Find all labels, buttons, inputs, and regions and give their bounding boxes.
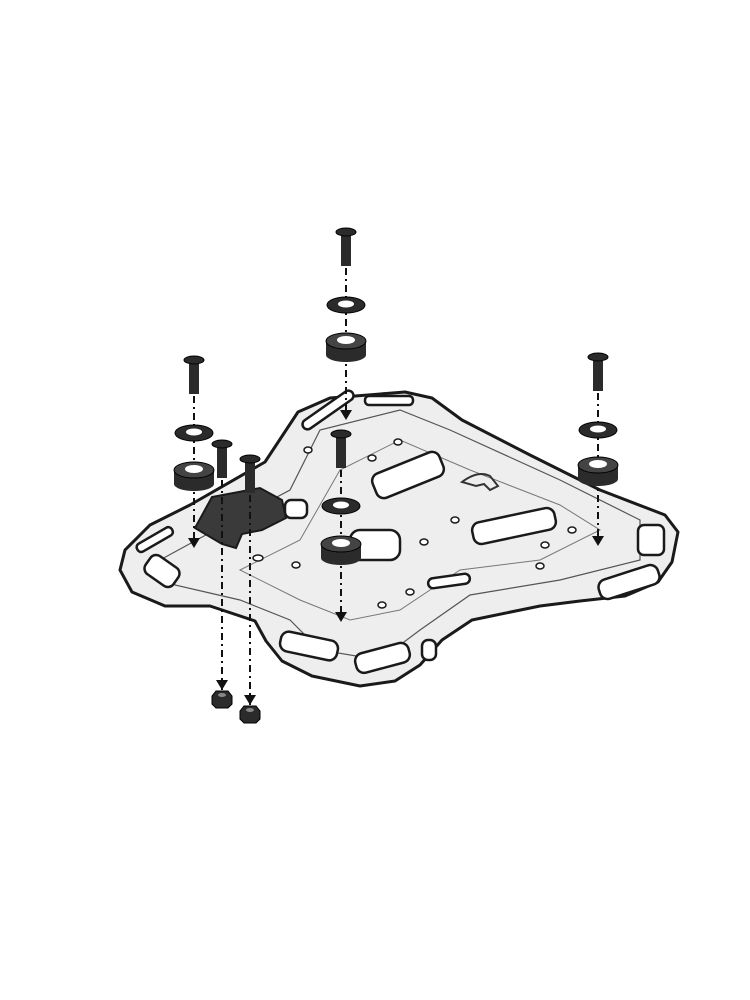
nut-hole: [246, 708, 254, 712]
cutout: [426, 572, 472, 590]
bolt-shaft: [217, 444, 227, 478]
bracket-plate: [193, 486, 288, 550]
cutout: [353, 641, 412, 675]
washer-hole: [333, 501, 349, 509]
washer-hole: [186, 428, 202, 436]
cutout: [283, 498, 309, 520]
grommet-hole: [332, 539, 350, 547]
adapter-bracket: [193, 486, 288, 550]
bolt-shaft: [336, 434, 346, 468]
hex-nut: [211, 690, 233, 709]
arrow-head: [592, 536, 604, 546]
hex-nut: [239, 705, 261, 724]
arrow-head: [335, 612, 347, 622]
bolt-shaft: [245, 459, 255, 493]
plate-holes: [252, 438, 577, 609]
cutout: [470, 506, 558, 546]
hole: [393, 438, 403, 446]
arrow-head: [188, 538, 200, 548]
bolt-head: [211, 439, 233, 449]
hole: [303, 446, 313, 454]
hole: [405, 588, 415, 596]
washer-hole: [338, 300, 354, 308]
brand-logo: [459, 473, 500, 492]
cutout: [636, 523, 666, 557]
cutout: [420, 638, 438, 662]
fasteners: [173, 227, 619, 724]
plate-cutouts: [135, 389, 666, 675]
bolt-head: [183, 355, 205, 365]
hole: [567, 526, 577, 534]
hole: [377, 601, 387, 609]
cutout: [363, 394, 415, 407]
grommet-hole: [185, 465, 203, 473]
arrow-head: [244, 695, 256, 705]
hole: [419, 538, 429, 546]
cutout: [301, 389, 355, 431]
hole: [291, 561, 301, 569]
arrow-head: [340, 410, 352, 420]
hole: [367, 454, 377, 462]
grommet-base: [174, 477, 214, 491]
grommet-base: [578, 472, 618, 486]
grommet-hole: [589, 460, 607, 468]
bolt-shaft: [189, 360, 199, 394]
grommet-base: [321, 551, 361, 565]
bolt-shaft: [593, 357, 603, 391]
hole: [252, 554, 264, 562]
bolt-head: [239, 454, 261, 464]
bolt-shaft: [341, 232, 351, 266]
cutout: [597, 563, 661, 601]
hole: [450, 516, 460, 524]
plate-inner-rib: [159, 409, 641, 661]
grommet-hole: [337, 336, 355, 344]
bolt-head: [335, 227, 357, 237]
grommet-base: [326, 348, 366, 362]
hole: [535, 562, 545, 570]
cutout: [278, 630, 340, 662]
bolt-head: [330, 429, 352, 439]
hole: [540, 541, 550, 549]
washer-hole: [590, 425, 606, 433]
nut-hole: [218, 693, 226, 697]
cutout: [143, 553, 181, 589]
cutout: [135, 525, 175, 554]
bolt-head: [587, 352, 609, 362]
rack-plate: [118, 389, 680, 688]
arrow-head: [216, 680, 228, 690]
cutout: [370, 450, 446, 500]
